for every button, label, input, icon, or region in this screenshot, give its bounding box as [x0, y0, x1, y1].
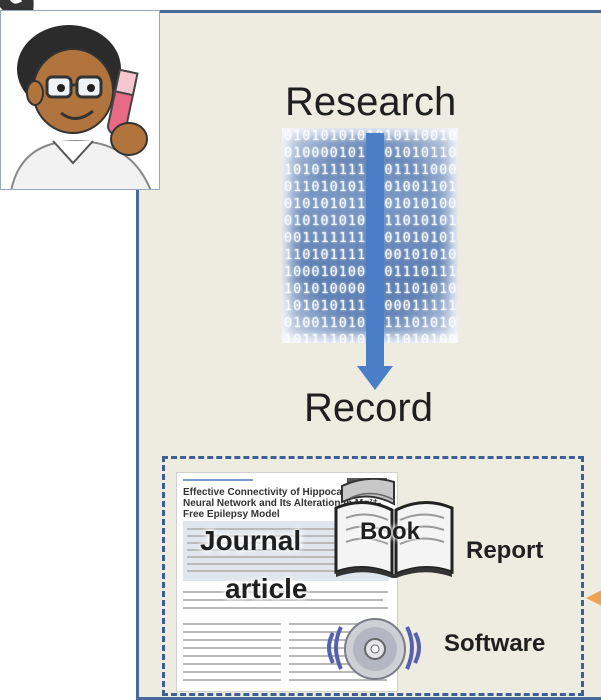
- record-label: Record: [304, 386, 433, 430]
- header-line: [183, 479, 253, 481]
- text-line: [183, 591, 388, 593]
- open-book-icon: [334, 478, 454, 578]
- text-line: [183, 655, 281, 657]
- down-arrow-head: [357, 366, 393, 390]
- text-line: [183, 639, 281, 641]
- side-pointer-marker: [586, 590, 601, 606]
- text-line: [187, 570, 383, 572]
- down-arrow-shaft: [366, 133, 384, 371]
- article-title: Effective Connectivity of Hippocampal Ne…: [183, 487, 382, 520]
- text-line: [183, 607, 388, 609]
- text-line: [183, 631, 281, 633]
- scientist-avatar-card: [0, 10, 160, 190]
- article-label: article: [225, 573, 308, 604]
- book-label: Book: [360, 518, 420, 545]
- text-line: [183, 623, 281, 625]
- text-line: [187, 556, 383, 558]
- report-label: Report: [466, 537, 544, 564]
- text-line: [187, 563, 357, 565]
- scientist-avatar: [10, 25, 152, 189]
- text-line: [183, 671, 281, 673]
- research-label: Research: [285, 80, 457, 124]
- text-line: [183, 663, 281, 665]
- text-line: [183, 647, 281, 649]
- text-line: [187, 542, 383, 544]
- software-label: Software: [444, 630, 546, 657]
- journal-label: Journal: [200, 525, 302, 556]
- text-line: [289, 671, 387, 673]
- text-line: [183, 679, 281, 681]
- text-line: [183, 599, 383, 601]
- text-line: [187, 535, 377, 537]
- text-line: [187, 528, 383, 530]
- cd-disc-icon: [327, 618, 421, 680]
- text-line: [289, 623, 387, 625]
- text-line: [187, 549, 367, 551]
